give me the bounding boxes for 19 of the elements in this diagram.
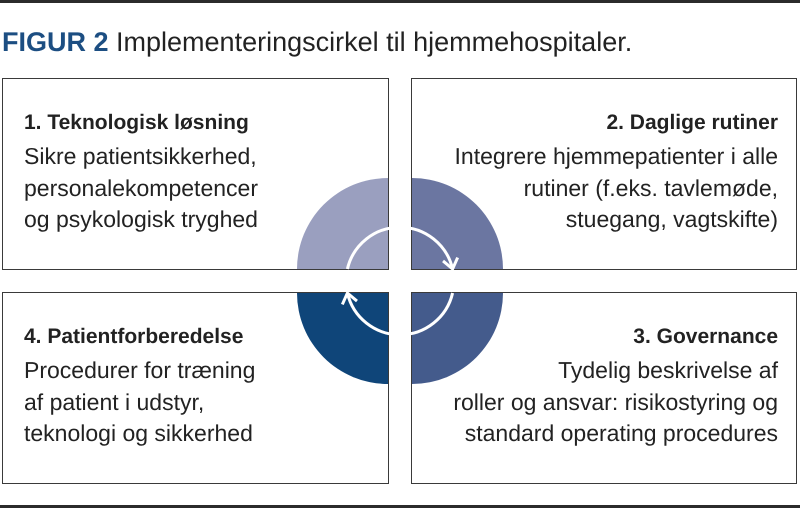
- stage-heading: 2. Daglige rutiner: [606, 110, 778, 136]
- stage-box: [411, 292, 797, 484]
- circle-quadrant: [297, 178, 388, 269]
- stage-description: Sikre patientsikkerhed, personalekompetencer og psykologisk tryghed: [24, 142, 259, 234]
- circle-quadrant: [412, 178, 503, 269]
- stage-box: [411, 78, 797, 270]
- stage-heading: 4. Patientforberedelse: [24, 324, 244, 350]
- stage-box: [2, 292, 389, 484]
- stage-heading: 3. Governance: [633, 324, 778, 350]
- stage-description: Procedurer for træning af patient i udstyr, teknologi og sikkerhed: [24, 356, 256, 448]
- stage-description: Tydelig beskrivelse af roller og ansvar: risikostyring og standard operating procedures: [452, 356, 778, 448]
- stage-box: [2, 78, 389, 270]
- stage-description: Integrere hjemmepatienter i alle rutiner (f.eks. tavlemøde, stuegang, vagtskifte): [454, 142, 778, 234]
- curved-arrow: [342, 292, 454, 336]
- circle-quadrant: [297, 293, 388, 384]
- figure-title: FIGUR 2 Implementeringscirkel til hjemmehospitaler.: [2, 26, 632, 59]
- circle-quadrant: [412, 293, 503, 384]
- curved-arrow: [346, 226, 458, 270]
- stage-heading: 1. Teknologisk løsning: [24, 110, 249, 136]
